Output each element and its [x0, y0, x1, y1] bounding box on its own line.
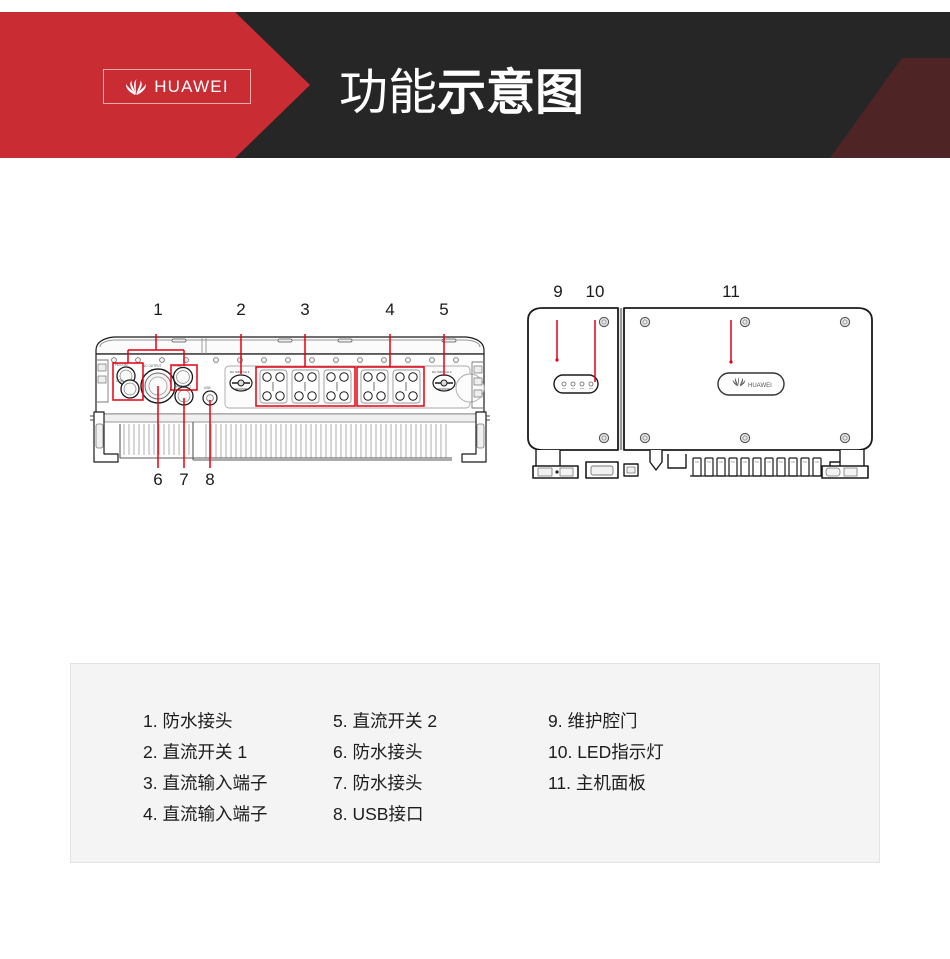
header-dark-red-accent [830, 58, 950, 158]
callout-label-4: 4 [385, 300, 395, 319]
page-title-part1: 功能 [339, 66, 438, 120]
svg-text:PE/COM: PE/COM [115, 363, 128, 367]
callout-label-3: 3 [300, 300, 310, 319]
svg-text:AC OUTPUT: AC OUTPUT [143, 364, 161, 368]
legend-item: 2. 直流开关 1 [143, 742, 248, 762]
left-device-illustration: PE/COM AC OUTPUT COM/PE COM PROTECT USB [80, 290, 500, 495]
callout-label-9: 9 [553, 282, 563, 301]
legend-panel: 1. 防水接头 2. 直流开关 1 3. 直流输入端子 4. 直流输入端子 5.… [70, 663, 880, 863]
svg-text:HUAWEI: HUAWEI [748, 383, 772, 389]
callout-label-6: 6 [153, 470, 163, 489]
callout-label-5: 5 [439, 300, 449, 319]
legend-item: 3. 直流输入端子 [143, 773, 268, 793]
inverter-front-view-svg: HUAWEI [527, 307, 873, 479]
legend-columns: 1. 防水接头 2. 直流开关 1 3. 直流输入端子 4. 直流输入端子 5.… [143, 706, 748, 830]
page-title-part2: 示意图 [437, 66, 585, 120]
legend-item: 7. 防水接头 [333, 773, 423, 793]
legend-item: 1. 防水接头 [143, 711, 233, 731]
callout-label-8: 8 [205, 470, 215, 489]
legend-item: 11. 主机面板 [548, 773, 646, 793]
svg-text:PROTECT: PROTECT [176, 385, 191, 389]
huawei-flower-logo-icon [126, 78, 147, 95]
callout-label-2: 2 [236, 300, 246, 319]
page-title: 功能示意图 [339, 62, 584, 124]
svg-text:USB: USB [204, 386, 211, 390]
header-red-chevron [0, 12, 310, 158]
svg-text:DC SWITCH 1: DC SWITCH 1 [230, 370, 250, 374]
right-device-illustration: HUAWEI [500, 282, 900, 505]
product-diagram-area: PE/COM AC OUTPUT COM/PE COM PROTECT USB [0, 160, 950, 640]
callout-label-7: 7 [179, 470, 189, 489]
svg-text:DC SWITCH 2: DC SWITCH 2 [432, 370, 452, 374]
legend-column-2: 5. 直流开关 2 6. 防水接头 7. 防水接头 8. USB接口 [333, 706, 548, 830]
huawei-logo-box: HUAWEI [103, 69, 251, 104]
legend-item: 10. LED指示灯 [548, 742, 664, 762]
callout-label-10: 10 [585, 282, 605, 301]
legend-item: 6. 防水接头 [333, 742, 423, 762]
legend-column-3: 9. 维护腔门 10. LED指示灯 11. 主机面板 [548, 706, 748, 830]
svg-text:COM: COM [116, 379, 124, 383]
legend-item: 9. 维护腔门 [548, 711, 638, 731]
legend-item: 4. 直流输入端子 [143, 804, 268, 824]
huawei-logo-text: HUAWEI [154, 76, 229, 96]
callout-label-1: 1 [153, 300, 163, 319]
page-header-banner: HUAWEI 功能示意图 [0, 12, 950, 158]
inverter-bottom-view-svg: PE/COM AC OUTPUT COM/PE COM PROTECT USB [90, 334, 490, 468]
callout-label-11: 11 [722, 282, 740, 301]
legend-item: 5. 直流开关 2 [333, 711, 438, 731]
legend-item: 8. USB接口 [333, 804, 424, 824]
legend-column-1: 1. 防水接头 2. 直流开关 1 3. 直流输入端子 4. 直流输入端子 [143, 706, 333, 830]
svg-text:COM/PE: COM/PE [173, 364, 186, 368]
